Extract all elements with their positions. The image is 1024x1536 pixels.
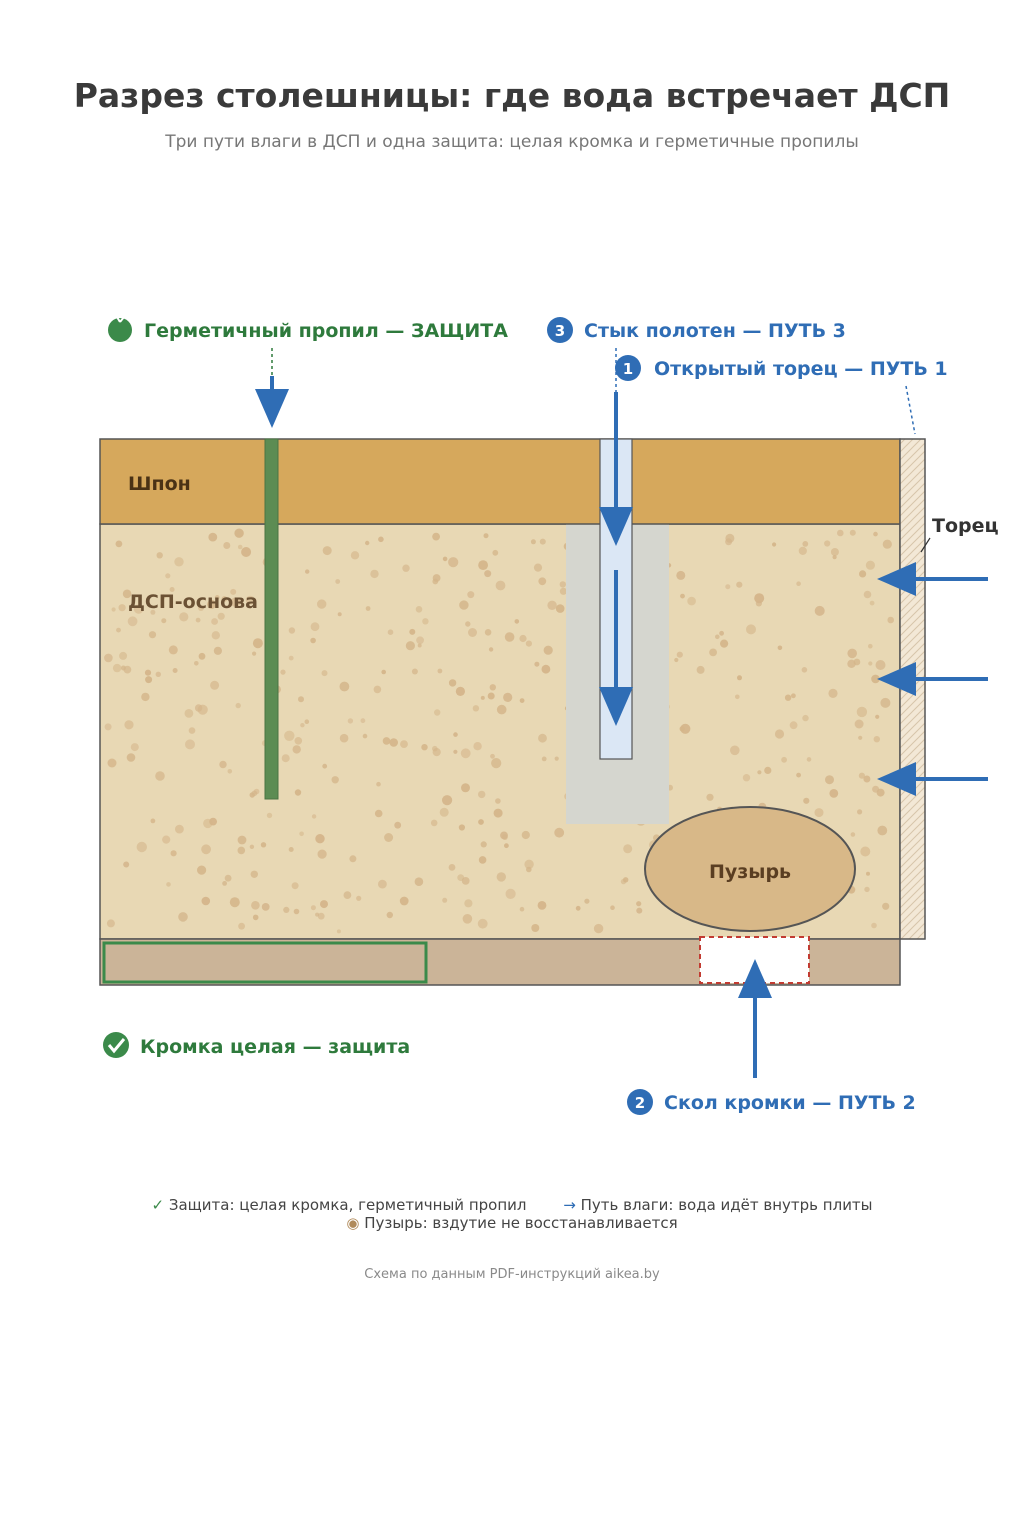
source-footer: Схема по данным PDF-инструкций aikea.by	[364, 1267, 660, 1282]
legend-row-1: ✓ Защита: целая кромка, герметичный проп…	[0, 1196, 1024, 1214]
svg-text:1: 1	[623, 360, 633, 378]
joint-arrow	[599, 392, 633, 726]
check-icon	[103, 1032, 129, 1058]
veneer-label: Шпон	[128, 473, 191, 495]
path-3-badge: 3	[547, 317, 573, 343]
swelling-bubble	[644, 806, 856, 932]
sealed-cut-callout: Герметичный пропил — ЗАЩИТА	[144, 320, 508, 342]
chipboard-texture	[104, 528, 894, 934]
end-face-label: Торец	[932, 515, 999, 537]
legend-bubble-text: Пузырь: вздутие не восстанавливается	[364, 1214, 678, 1232]
legend-protection: ✓ Защита: целая кромка, герметичный проп…	[151, 1196, 526, 1214]
joint-callout: Стык полотен — ПУТЬ 3	[584, 320, 846, 342]
leaf-icon	[108, 316, 132, 342]
check-mark-icon: ✓	[151, 1196, 165, 1214]
path-1-badge: 1	[615, 355, 641, 381]
bubble-icon: ◉	[346, 1214, 360, 1232]
legend-moisture-text: Путь влаги: вода идёт внутрь плиты	[580, 1196, 873, 1214]
end-face-arrows	[877, 562, 988, 796]
chip-arrow	[738, 959, 772, 1078]
intact-edge-callout: Кромка целая — защита	[140, 1036, 410, 1058]
bubble-label: Пузырь	[709, 861, 791, 883]
veneer-layer	[99, 438, 901, 525]
arrow-icon: →	[563, 1196, 576, 1214]
end-face-leader	[920, 537, 931, 553]
sealed-cut	[264, 438, 279, 800]
legend-moisture: → Путь влаги: вода идёт внутрь плиты	[563, 1196, 872, 1214]
page-title: Разрез столешницы: где вода встречает ДС…	[73, 76, 951, 115]
chipped-edge-callout: Скол кромки — ПУТЬ 2	[664, 1092, 916, 1114]
open-end-leader	[905, 385, 916, 435]
legend-row-2: ◉ Пузырь: вздутие не восстанавливается	[0, 1214, 1024, 1232]
core-label: ДСП-основа	[128, 591, 258, 613]
svg-text:2: 2	[635, 1094, 645, 1112]
svg-text:3: 3	[555, 322, 565, 340]
page-subtitle: Три пути влаги в ДСП и одна защита: цела…	[165, 132, 859, 152]
legend-protection-text: Защита: целая кромка, герметичный пропил	[168, 1196, 527, 1214]
sealed-cut-arrow	[255, 376, 289, 428]
intact-edge-highlight	[102, 941, 428, 984]
legend-bubble: ◉ Пузырь: вздутие не восстанавливается	[346, 1214, 677, 1232]
path-2-badge: 2	[627, 1089, 653, 1115]
open-end-callout: Открытый торец — ПУТЬ 1	[654, 358, 948, 380]
